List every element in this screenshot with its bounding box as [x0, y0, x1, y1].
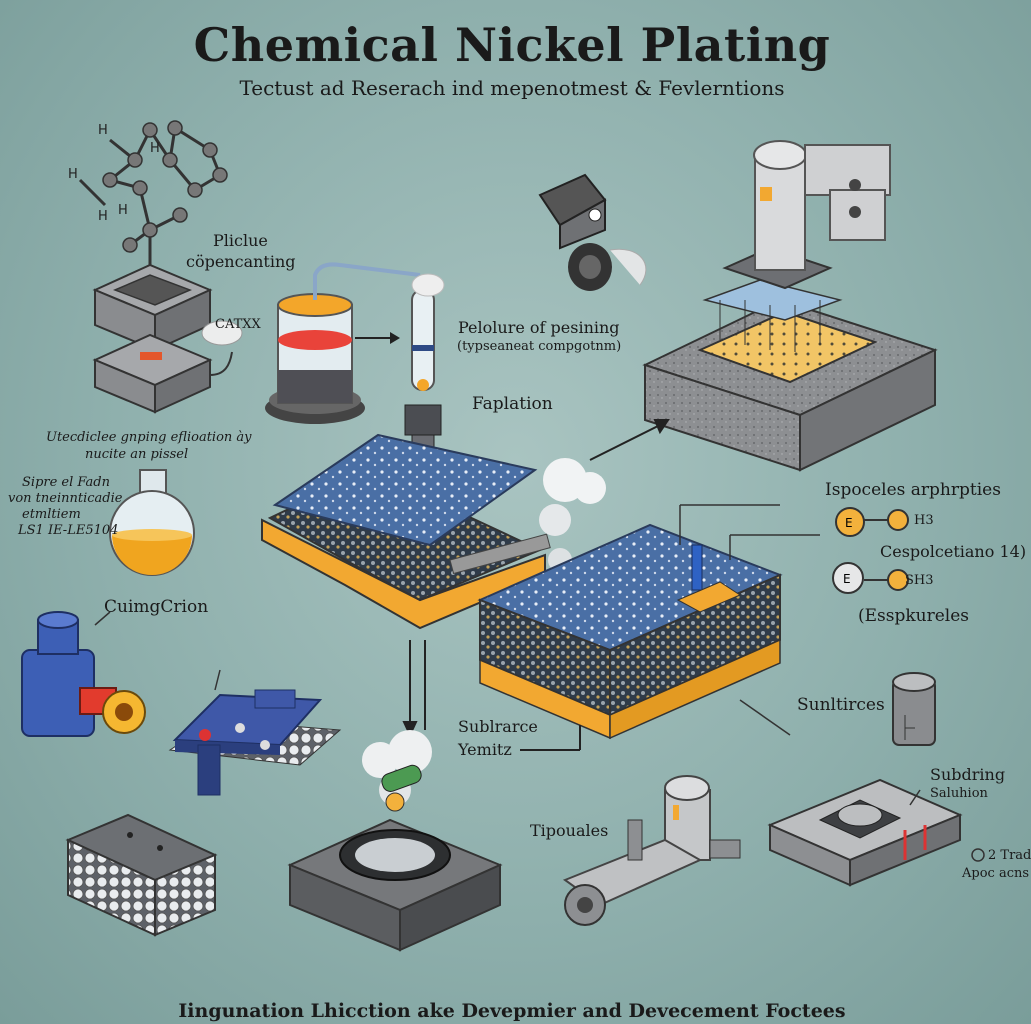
footer-caption: Iingunation Lhicction ake Devepmier and …	[178, 1000, 846, 1022]
label-esspkureles: (Esspkureles	[858, 606, 970, 626]
label-sipre-line2: von tneinnticadie	[8, 491, 123, 506]
flow-arrows	[402, 419, 670, 751]
porous-block	[477, 504, 820, 740]
label-h3-b: SH3	[905, 573, 934, 588]
ball-grid-block	[65, 813, 218, 937]
beaker-illustration	[265, 262, 421, 424]
pipe-valve	[562, 775, 741, 926]
center-plate	[261, 433, 551, 630]
label-h3-a: H3	[914, 513, 934, 528]
label-ispoceles: Ispoceles arphrpties	[825, 480, 1001, 500]
chamber-bottom-center	[287, 730, 503, 952]
sample-cylinder	[892, 672, 936, 746]
svg-text:H: H	[98, 209, 108, 224]
label-sipre-line1: Sipre el Fadn	[22, 475, 110, 490]
press-machine-top-right	[642, 140, 938, 472]
label-utecdictee-line1: Utecdiclee gnping eflioation ày	[46, 430, 252, 445]
label-catxx: CATXX	[215, 317, 261, 332]
svg-text:E: E	[843, 572, 851, 586]
label-cuimg-crion: CuimgCrion	[104, 597, 209, 617]
label-pelolure-sub: (typseaneat compgotnm)	[457, 339, 622, 354]
label-yemitz: Yemitz	[458, 740, 512, 759]
control-board-illustration	[168, 689, 342, 796]
label-sipre-line3: etmltiem	[22, 507, 81, 522]
label-subdring: Subdring	[930, 765, 1006, 784]
label-apoc-acns: Apoc acns	[962, 866, 1030, 881]
valve-part	[538, 173, 647, 291]
flask-illustration	[109, 469, 195, 576]
page-subtitle: Tectust ad Reserach ind mepenotmest & Fe…	[239, 76, 785, 100]
label-tipouales: Tipouales	[530, 821, 609, 840]
label-sipre-line4: LS1 IE-LE5104	[18, 523, 119, 538]
label-sublrarce: Sublrarce	[458, 717, 538, 736]
leader-lines	[214, 669, 921, 806]
press-device	[92, 263, 243, 414]
svg-text:E: E	[845, 516, 853, 530]
label-sunltirces: Sunltirces	[797, 695, 885, 715]
label-copencanting: cöpencanting	[186, 252, 296, 271]
svg-text:H: H	[150, 141, 160, 156]
cutting-tool-illustration	[21, 611, 146, 737]
label-faplation: Faplation	[472, 394, 553, 414]
svg-text:H: H	[68, 167, 78, 182]
label-pliclue: Pliclue	[213, 231, 268, 250]
orb-h3-a: E	[835, 507, 909, 537]
label-utecdictee-line2: nucite an pissel	[85, 447, 189, 462]
label-cespolcetiano: Cespolcetiano 14)	[880, 542, 1027, 561]
orb-h3-b: E	[832, 562, 909, 594]
label-pelolure: Pelolure of pesining	[458, 318, 620, 337]
svg-text:H: H	[98, 123, 108, 138]
label-saluhion: Saluhion	[930, 786, 988, 801]
label-two-trad: 2 Trad	[988, 848, 1031, 863]
page-title: Chemical Nickel Plating	[193, 18, 831, 72]
svg-text:H: H	[118, 203, 128, 218]
